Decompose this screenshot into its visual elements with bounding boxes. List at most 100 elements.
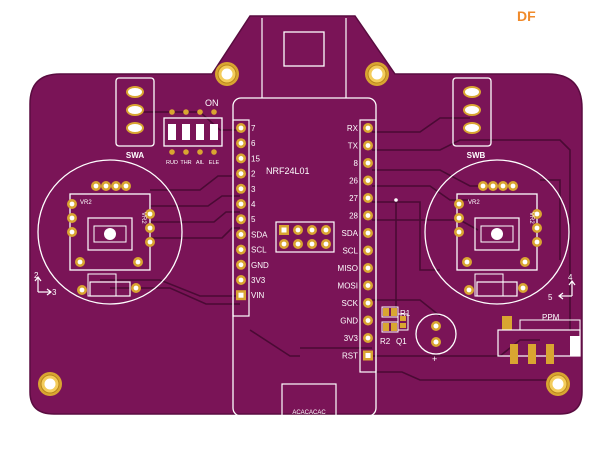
joystick-right [424,159,570,305]
dip-bottom-pad [169,149,175,155]
icsp-pin [307,225,317,235]
icsp-pin [293,225,303,235]
joystick-pad [145,209,155,219]
axis-indicator-right [558,280,576,300]
joystick-right-side-label: VR2 [528,212,534,224]
left-pin-label: SCL [251,246,267,255]
icsp-header [275,221,335,253]
right-pin-label: 8 [354,159,359,168]
joystick-pad [67,199,77,209]
left-pin-header [232,119,250,317]
joystick-pad [532,223,542,233]
joystick-left-label: VR2 [80,200,92,206]
left-header-pin [236,168,246,179]
mounting-hole-tr [365,62,389,86]
left-pin-label: VIN [251,291,265,300]
dip-top-pad [211,109,217,115]
left-pin-label: SDA [251,230,268,239]
right-header-pin [363,210,373,221]
module-bottom-text: ACACACAC [292,410,326,416]
joystick-anchor-pad [520,257,530,267]
mounting-hole-br [546,372,570,396]
joystick-pad [488,181,498,191]
axis-right-b: 5 [548,293,553,302]
r2-label: R2 [380,337,391,346]
switch-swa [115,77,155,147]
mounting-hole-bl [38,372,62,396]
joystick-pad [145,237,155,247]
left-pin-label: 3V3 [251,276,266,285]
ppm-connector [497,316,581,364]
left-header-pin [236,259,246,270]
dip-top-pad [197,109,203,115]
dip-bottom-pad [197,149,203,155]
right-pin-label: RX [347,124,359,133]
right-pin-label: 28 [349,212,358,221]
right-pin-label: SDA [342,229,359,238]
joystick-pad [508,181,518,191]
dip-lever [182,124,190,140]
joystick-pad [91,181,101,191]
right-pin-label: 26 [349,177,358,186]
switch-swb [452,77,492,147]
buzzer-plus-label: + [432,354,437,364]
dip-switch [163,109,223,155]
joystick-anchor-pad [131,283,141,293]
joystick-pad [532,209,542,219]
joystick-anchor-pad [75,257,85,267]
dip-channel-label: THR [180,160,191,166]
swb-label: SWB [467,151,486,160]
left-header-pin [236,229,246,240]
right-pin-header [359,119,377,373]
joystick-pad [454,227,464,237]
left-header-pin [236,153,246,164]
left-header-pin [236,138,246,149]
right-pin-label: RST [342,352,358,361]
right-header-pin [363,298,373,308]
right-header-pin [363,158,373,168]
axis-indicator-left [34,276,52,296]
transistor-q1 [397,313,409,331]
icsp-pin [279,225,289,235]
icsp-pin [321,225,331,235]
left-header-pin [236,244,246,255]
right-pin-label: SCK [342,299,359,308]
right-header-pin [363,315,373,326]
dip-lever [196,124,204,140]
joystick-pad [67,227,77,237]
left-pin-label: 3 [251,185,256,194]
right-pin-label: MOSI [338,282,358,291]
dip-channel-label: AIL [196,160,204,166]
buzzer [415,313,457,355]
right-header-pin [363,140,373,151]
joystick-pad [454,199,464,209]
left-pin-label: GND [251,261,269,270]
left-header-pin [236,214,246,225]
module-name: NRF24L01 [266,166,310,176]
right-header-pin [363,280,373,291]
dip-lever [210,124,218,140]
joystick-anchor-pad [462,257,472,267]
right-header-pin [363,245,373,256]
left-header-pin [236,123,246,133]
right-pin-label: 27 [349,194,358,203]
right-pin-label: MISO [338,264,358,273]
dip-bottom-pad [211,149,217,155]
right-header-pin [363,175,373,186]
usb-connector-outline [283,31,325,67]
left-pin-label: 7 [251,124,256,133]
mounting-hole-tl [215,62,239,86]
joystick-left [37,159,183,305]
icsp-pin [293,239,303,249]
dip-top-pad [169,109,175,115]
right-pin-label: SCL [342,247,358,256]
joystick-left-side-label: VR2 [140,212,146,224]
joystick-right-label: VR2 [468,200,480,206]
joystick-pad [111,181,121,191]
joystick-pad [101,181,111,191]
left-pin-label: 4 [251,200,256,209]
axis-left-b: 3 [52,288,57,297]
icsp-pin [307,239,317,249]
